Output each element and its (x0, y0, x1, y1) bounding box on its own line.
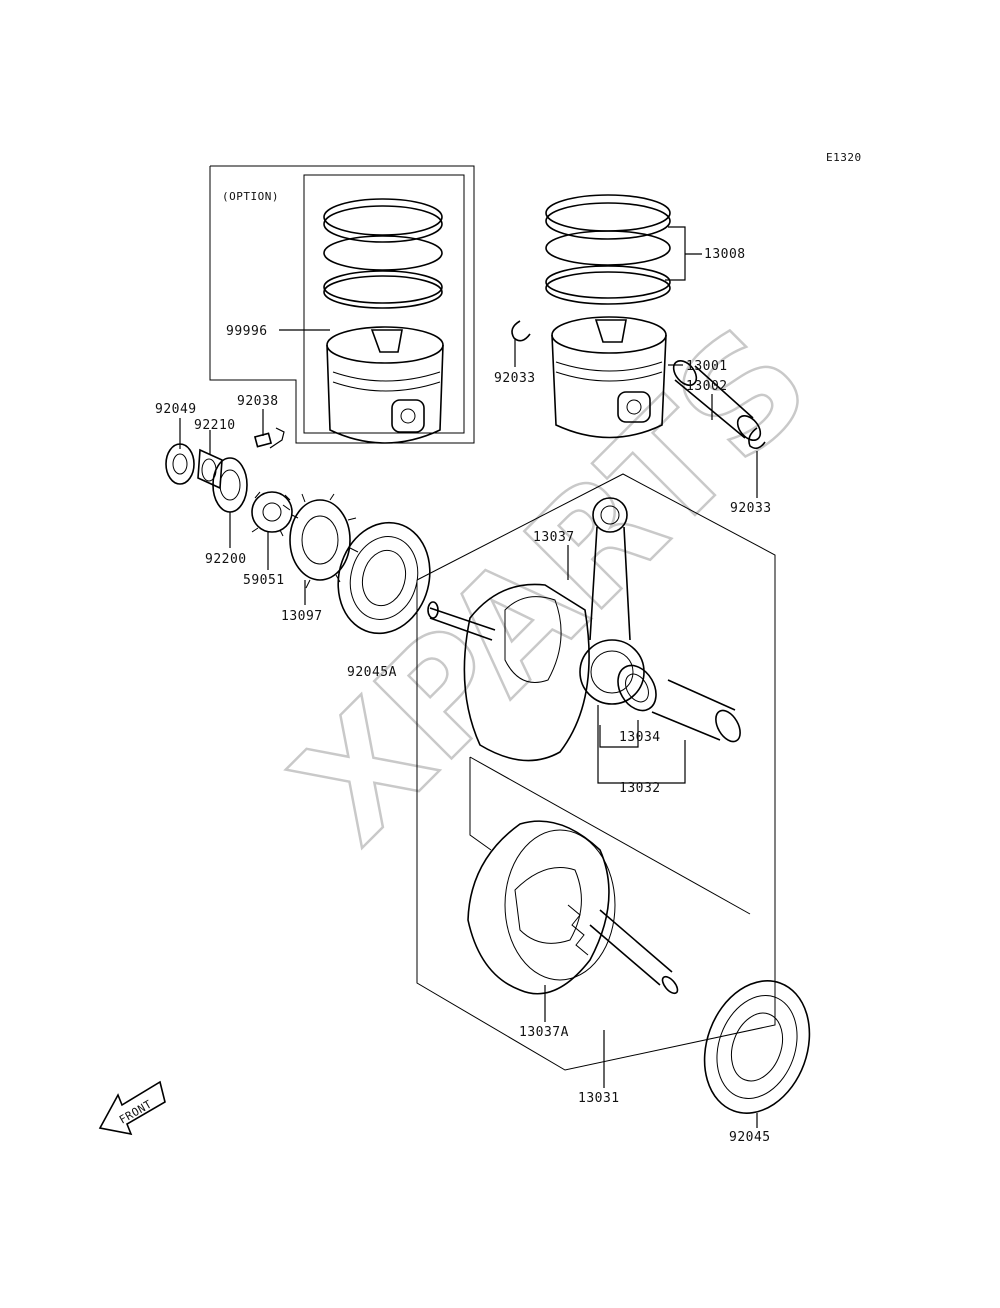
piston-rings (545, 194, 671, 305)
diagram-code: E1320 (826, 151, 862, 164)
label-13037: 13037 (533, 530, 575, 545)
option-piston-rings (323, 198, 443, 309)
piston-pin (672, 360, 762, 441)
label-59051: 59051 (243, 573, 285, 588)
part-labels: 13008 92033 13001 13002 92033 99996 9204… (155, 247, 772, 1145)
label-13097: 13097 (281, 609, 323, 624)
option-label: (OPTION) (222, 190, 279, 203)
label-13002: 13002 (686, 379, 728, 394)
needle-bearing (617, 664, 657, 712)
label-92033-upper: 92033 (494, 371, 536, 386)
watermark-text: XPARTS (262, 295, 843, 876)
label-92033-lower: 92033 (730, 501, 772, 516)
label-99996: 99996 (226, 324, 268, 339)
crankshaft-frame (416, 473, 776, 1071)
label-92049: 92049 (155, 402, 197, 417)
label-92038: 92038 (237, 394, 279, 409)
label-92045A: 92045A (347, 665, 397, 680)
bearing-92045 (703, 980, 811, 1114)
option-frame: (OPTION) (209, 165, 475, 444)
label-13031: 13031 (578, 1091, 620, 1106)
label-13037A: 13037A (519, 1025, 569, 1040)
timing-gear-assembly (165, 432, 359, 589)
front-arrow: FRONT (98, 1080, 166, 1136)
label-13032: 13032 (619, 781, 661, 796)
crank-web-upper (427, 583, 590, 762)
connecting-rod (579, 497, 645, 705)
label-92200: 92200 (205, 552, 247, 567)
piston (551, 316, 667, 439)
label-92210: 92210 (194, 418, 236, 433)
label-92045: 92045 (729, 1130, 771, 1145)
crank-web-lower (467, 820, 679, 995)
watermark: XPARTS (261, 294, 844, 877)
label-13008: 13008 (704, 247, 746, 262)
leader-lines (179, 226, 758, 1128)
bearing-92045A (337, 521, 431, 635)
label-13034: 13034 (619, 730, 661, 745)
option-piston (326, 326, 444, 444)
label-13001: 13001 (686, 359, 728, 374)
circlips (511, 320, 766, 450)
crank-pin (651, 679, 741, 743)
